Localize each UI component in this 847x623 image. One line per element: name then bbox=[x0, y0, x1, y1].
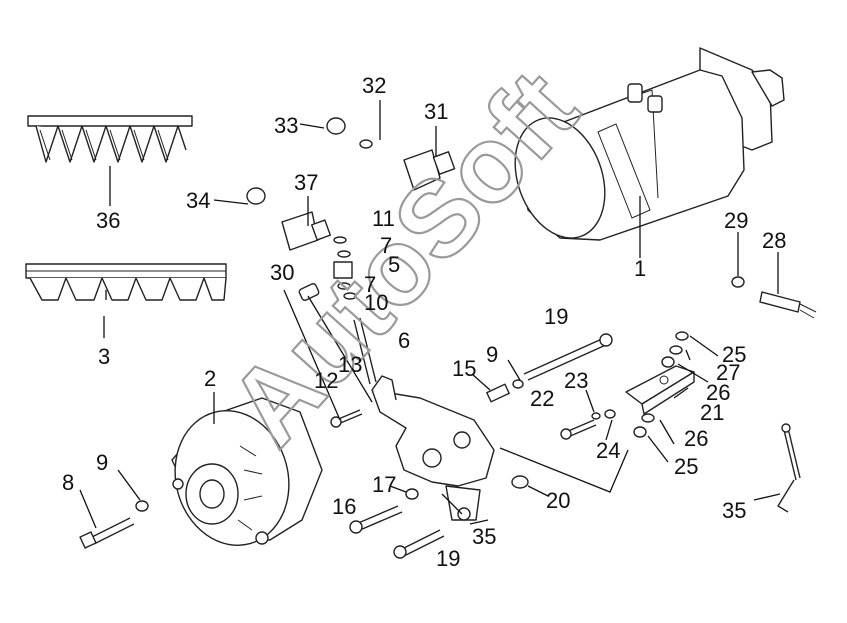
callout-23: 23 bbox=[564, 368, 588, 393]
callout-11: 11 bbox=[372, 206, 395, 231]
callout-12: 12 bbox=[314, 368, 338, 393]
callout-7-bottom: 7 bbox=[364, 272, 376, 297]
callout-29: 29 bbox=[724, 208, 748, 233]
callout-9-mid: 9 bbox=[486, 342, 498, 367]
callout-1: 1 bbox=[634, 256, 646, 281]
callout-9-left: 9 bbox=[96, 450, 108, 475]
sensors-and-switches bbox=[246, 117, 817, 319]
callout-33: 33 bbox=[274, 113, 298, 138]
callout-15: 15 bbox=[452, 356, 476, 381]
callout-30: 30 bbox=[270, 260, 294, 285]
callout-20: 20 bbox=[546, 488, 570, 513]
mounting-bracket bbox=[371, 375, 495, 521]
callout-7-top: 7 bbox=[380, 233, 392, 258]
callout-22: 22 bbox=[530, 386, 554, 411]
callout-37: 37 bbox=[294, 170, 318, 195]
alternator bbox=[171, 397, 323, 546]
poly-v-belt-top bbox=[27, 115, 193, 163]
callout-36: 36 bbox=[96, 208, 120, 233]
callout-31: 31 bbox=[424, 99, 448, 124]
bracket-plate bbox=[625, 365, 695, 415]
callout-21: 21 bbox=[700, 400, 724, 425]
callout-25-top: 25 bbox=[722, 342, 746, 367]
callout-3: 3 bbox=[98, 344, 110, 369]
callout-25-bottom: 25 bbox=[674, 454, 698, 479]
callout-28: 28 bbox=[762, 228, 786, 253]
callout-17: 17 bbox=[372, 472, 396, 497]
callout-24: 24 bbox=[596, 438, 620, 463]
callout-26-top: 26 bbox=[706, 380, 730, 405]
bolts-and-fasteners bbox=[79, 236, 801, 559]
callout-35-right: 35 bbox=[722, 498, 746, 523]
starter-motor bbox=[514, 47, 785, 241]
callout-26-bottom: 26 bbox=[684, 426, 708, 451]
callout-27: 27 bbox=[716, 360, 740, 385]
callout-2: 2 bbox=[204, 366, 216, 391]
callout-8: 8 bbox=[62, 470, 74, 495]
callout-5: 5 bbox=[388, 252, 400, 277]
callout-19-top: 19 bbox=[544, 304, 568, 329]
callout-16: 16 bbox=[332, 494, 356, 519]
callout-34: 34 bbox=[186, 188, 210, 213]
callout-32: 32 bbox=[362, 73, 386, 98]
callout-19-bottom: 19 bbox=[436, 546, 460, 571]
callout-6: 6 bbox=[398, 328, 410, 353]
callout-10: 10 bbox=[364, 290, 388, 315]
poly-v-belt-bottom bbox=[25, 263, 227, 301]
callout-35-center: 35 bbox=[472, 524, 496, 549]
callout-13: 13 bbox=[338, 352, 362, 377]
callout-labels: 1 2 3 36 8 9 32 31 33 34 37 11 7 5 7 10 … bbox=[62, 73, 786, 571]
leader-lines bbox=[79, 100, 781, 529]
